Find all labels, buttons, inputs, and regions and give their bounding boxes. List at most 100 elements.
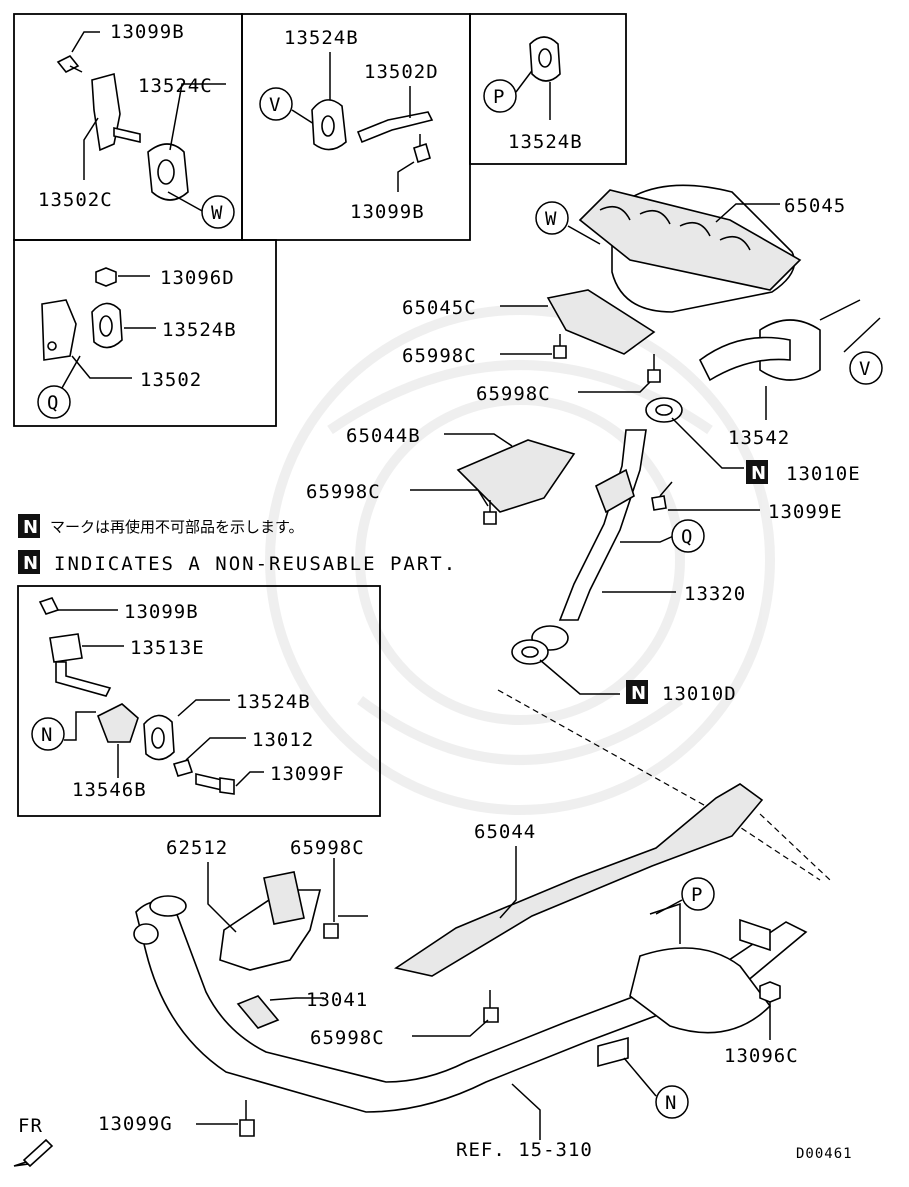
label-13546b: 13546B bbox=[72, 779, 147, 801]
callout-q: Q bbox=[47, 392, 59, 414]
callout-v-circle-b bbox=[849, 351, 883, 385]
bolt-65998c-b bbox=[647, 354, 661, 383]
note-japanese: マークは再使用不可部品を示します。 bbox=[50, 518, 304, 536]
hanger-13524b-p bbox=[529, 36, 561, 82]
callout-v-circle bbox=[259, 87, 293, 121]
bracket-13502c bbox=[91, 72, 141, 152]
inset-box-p: P 13524B bbox=[469, 13, 627, 165]
main-exhaust-assembly bbox=[133, 783, 808, 1113]
center-pipe-13320 bbox=[531, 429, 647, 651]
note-badge-en bbox=[18, 550, 40, 574]
label-65045: 65045 bbox=[784, 195, 846, 217]
label-65998c-b: 65998C bbox=[476, 383, 551, 405]
bolt-65998c-d bbox=[323, 915, 368, 939]
reference-label: REF. 15-310 bbox=[456, 1139, 593, 1161]
heat-shield-65045c bbox=[546, 289, 656, 355]
label-13320: 13320 bbox=[684, 583, 746, 605]
callout-v-b: V bbox=[859, 358, 871, 380]
hanger-13524b-q bbox=[91, 302, 123, 349]
callout-p-circle-b bbox=[681, 877, 715, 911]
front-direction-indicator: FR bbox=[13, 1115, 54, 1168]
callout-q-circle bbox=[37, 385, 71, 419]
label-13099b: 13099B bbox=[110, 21, 185, 43]
label-13010e: 13010E bbox=[786, 463, 861, 485]
bracket-13513e bbox=[49, 633, 112, 697]
note-badge-jp-letter: N bbox=[23, 517, 38, 538]
callout-w-b: W bbox=[545, 208, 557, 230]
badge-n-13010d: N bbox=[631, 683, 646, 704]
inset-box-q: 13096D 13524B 13502 Q bbox=[13, 239, 277, 427]
collar-13012 bbox=[172, 759, 194, 777]
rear-muffler-assembly bbox=[578, 184, 861, 382]
nut-13096d bbox=[95, 267, 117, 287]
label-13099g: 13099G bbox=[98, 1113, 173, 1135]
label-13502c: 13502C bbox=[38, 189, 113, 211]
non-reusable-badge-13010d bbox=[626, 680, 648, 704]
label-65998c-d: 65998C bbox=[290, 837, 365, 859]
gasket-13010e bbox=[645, 397, 683, 423]
label-65044b: 65044B bbox=[346, 425, 421, 447]
hanger-13524b bbox=[311, 99, 347, 151]
callout-p-circle bbox=[483, 79, 517, 113]
label-13524b-q: 13524B bbox=[162, 319, 237, 341]
label-13524c: 13524C bbox=[138, 75, 213, 97]
label-13099f: 13099F bbox=[270, 763, 345, 785]
fr-arrow-icon bbox=[13, 1138, 54, 1168]
label-13524b-n: 13524B bbox=[236, 691, 311, 713]
fr-label: FR bbox=[18, 1115, 43, 1137]
label-13502d: 13502D bbox=[364, 61, 439, 83]
note-english: INDICATES A NON-REUSABLE PART. bbox=[54, 553, 457, 575]
note-badge-en-letter: N bbox=[23, 553, 38, 574]
label-13099b-n: 13099B bbox=[124, 601, 199, 623]
label-65044: 65044 bbox=[474, 821, 536, 843]
diagram-id: D00461 bbox=[796, 1146, 853, 1162]
bolt-65998c-a bbox=[553, 334, 567, 359]
callout-v: V bbox=[269, 94, 281, 116]
note-badge-jp bbox=[18, 514, 40, 538]
non-reusable-note: N マークは再使用不可部品を示します。 N INDICATES A NON-RE… bbox=[18, 514, 457, 575]
bolt-65998c-e bbox=[483, 990, 499, 1023]
inset-box-n: 13099B 13513E N 13546B 13524B 13012 bbox=[17, 585, 381, 817]
label-62512: 62512 bbox=[166, 837, 228, 859]
label-65998c-e: 65998C bbox=[310, 1027, 385, 1049]
callout-w-circle-b bbox=[535, 201, 569, 235]
hanger-13524c bbox=[147, 143, 189, 201]
bolt-13099f bbox=[195, 772, 235, 795]
watermark bbox=[265, 305, 775, 815]
nut-13096c bbox=[759, 981, 781, 1003]
callout-w: W bbox=[211, 202, 223, 224]
bolt-13099g bbox=[239, 1100, 255, 1137]
callout-q-circle-b bbox=[671, 519, 705, 553]
label-13513e: 13513E bbox=[130, 637, 205, 659]
label-13524b-p: 13524B bbox=[508, 131, 583, 153]
bolt-13099b-mid bbox=[413, 134, 431, 164]
bolt-65998c-c bbox=[483, 500, 497, 525]
label-13012: 13012 bbox=[252, 729, 314, 751]
callout-n: N bbox=[41, 724, 53, 746]
callout-n-circle-b bbox=[655, 1085, 689, 1119]
callout-n-b: N bbox=[665, 1092, 677, 1114]
callout-q-b: Q bbox=[681, 526, 693, 548]
bolt-13099e bbox=[651, 481, 673, 511]
label-13099b-mid: 13099B bbox=[350, 201, 425, 223]
label-65045c: 65045C bbox=[402, 297, 477, 319]
hanger-13524b-n bbox=[143, 714, 175, 761]
inset-box-v: V 13524B 13502D 13099B bbox=[241, 13, 471, 241]
gasket-13010d bbox=[511, 639, 549, 665]
callout-p: P bbox=[493, 86, 505, 108]
inset-box-w: 13099B 13524C 13502C W bbox=[13, 13, 243, 241]
badge-n-13010e: N bbox=[751, 463, 766, 484]
label-13542: 13542 bbox=[728, 427, 790, 449]
bolt-13099b-n bbox=[38, 597, 60, 615]
label-13502: 13502 bbox=[140, 369, 202, 391]
bracket-13502d bbox=[356, 86, 434, 144]
label-13096c: 13096C bbox=[724, 1045, 799, 1067]
label-65998c-a: 65998C bbox=[402, 345, 477, 367]
callout-p-b: P bbox=[691, 884, 703, 906]
bracket-13502 bbox=[41, 299, 77, 361]
heat-shield-65044b bbox=[456, 439, 576, 513]
non-reusable-badge-13010e bbox=[746, 460, 768, 484]
label-65998c-c: 65998C bbox=[306, 481, 381, 503]
label-13096d: 13096D bbox=[160, 267, 235, 289]
